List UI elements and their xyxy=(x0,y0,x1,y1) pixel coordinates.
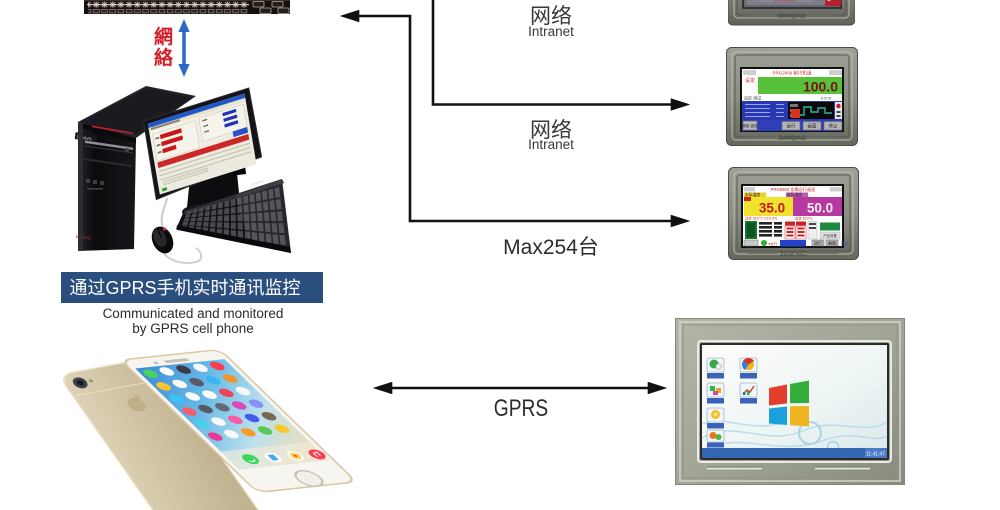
svg-text:画面: 画面 xyxy=(808,124,817,130)
svg-text:面板 锁定: 面板 锁定 xyxy=(742,123,758,128)
svg-text:PRO2000 制冷机组: PRO2000 制冷机组 xyxy=(772,70,812,77)
svg-text:停止: 停止 xyxy=(841,241,849,246)
svg-text:停止: 停止 xyxy=(829,123,838,130)
svg-text:lenovo: lenovo xyxy=(76,134,92,142)
svg-text:PID RUN: PID RUN xyxy=(775,0,796,4)
svg-text:设定 35.0℃ 0.5 0.0%: 设定 35.0℃ 0.5 0.0% xyxy=(745,216,777,221)
svg-text:Lenovo: Lenovo xyxy=(250,178,265,187)
svg-text:35.0: 35.0 xyxy=(759,201,785,216)
svg-text:实际湿度: 实际湿度 xyxy=(787,192,802,197)
svg-text:PRO6000 金鹰运行画面: PRO6000 金鹰运行画面 xyxy=(771,186,816,193)
svg-text:JIANQIAO: JIANQIAO xyxy=(777,14,805,20)
svg-text:JIANQIAO: JIANQIAO xyxy=(779,252,807,258)
svg-text:画面: 画面 xyxy=(828,241,836,246)
svg-text:100.0: 100.0 xyxy=(803,79,838,95)
svg-text:实际温度: 实际温度 xyxy=(745,192,760,197)
svg-text:11:41:47: 11:41:47 xyxy=(866,452,885,458)
svg-text:设定: 设定 xyxy=(745,77,755,84)
svg-text:设定 50.0%: 设定 50.0% xyxy=(795,216,812,221)
svg-text:JIANQIAO: JIANQIAO xyxy=(778,136,806,142)
svg-text:运行: 运行 xyxy=(787,123,796,130)
svg-text:设定 测试: 设定 测试 xyxy=(744,95,761,101)
svg-text:50.0: 50.0 xyxy=(807,201,833,216)
svg-text:产品设置: 产品设置 xyxy=(823,233,837,238)
svg-text:运行: 运行 xyxy=(814,240,822,246)
svg-text:0.5 %: 0.5 % xyxy=(821,96,832,101)
svg-text:lenovo: lenovo xyxy=(76,234,91,242)
svg-text:●运行: ●运行 xyxy=(768,241,778,246)
